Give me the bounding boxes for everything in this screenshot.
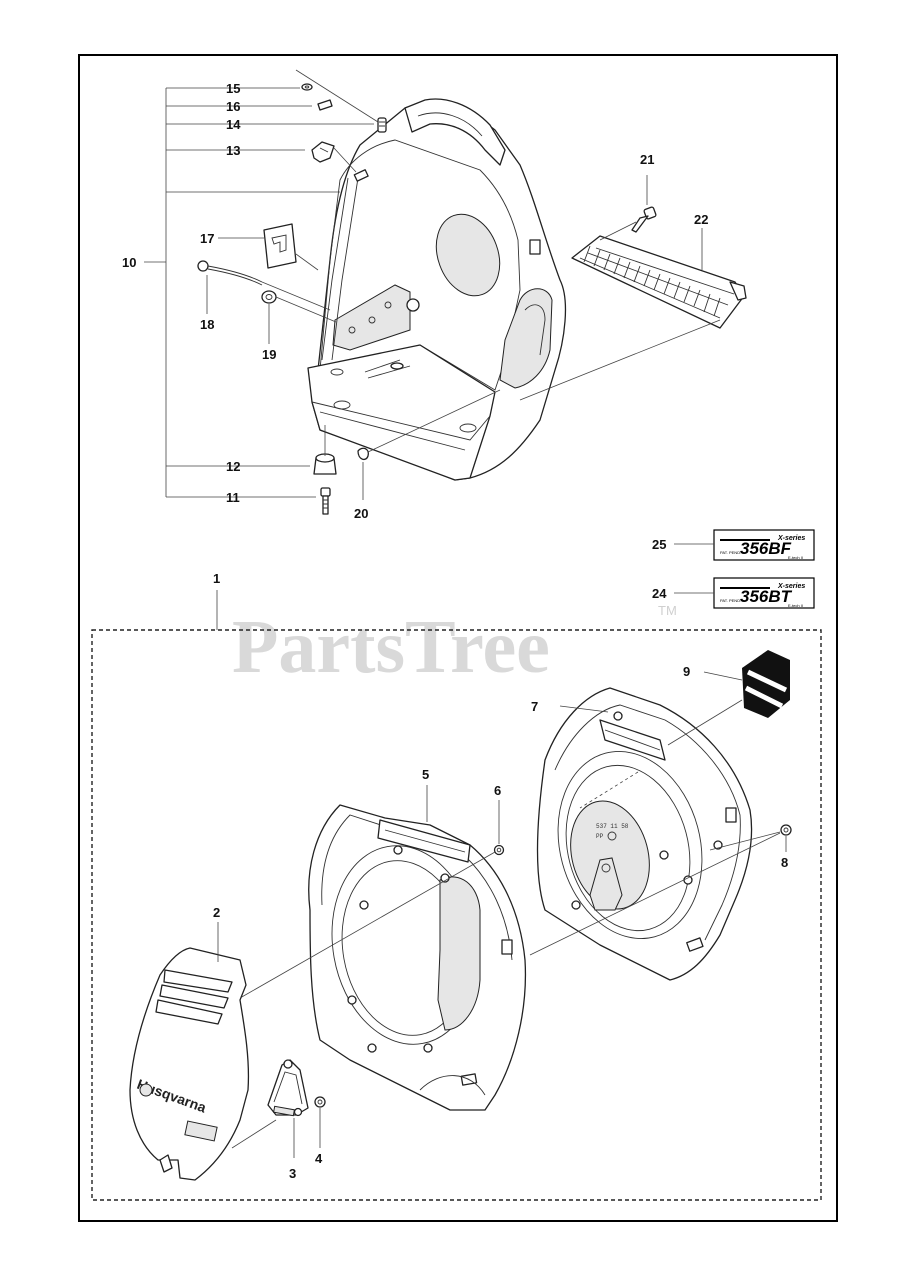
part-2-front-cover: Husqvarna — [129, 947, 250, 1181]
watermark-text: PartsTree — [232, 605, 550, 689]
callout-1: 1 — [213, 571, 220, 586]
callout-labels: 15 16 14 13 10 17 18 19 12 11 20 21 22 2… — [122, 81, 788, 1181]
callout-18: 18 — [200, 317, 214, 332]
callout-15: 15 — [226, 81, 240, 96]
backpack-frame — [307, 98, 567, 481]
callout-22: 22 — [694, 212, 708, 227]
callout-2: 2 — [213, 905, 220, 920]
part-22-basket — [571, 235, 747, 329]
watermark-trademark: TM — [658, 603, 677, 618]
callout-4: 4 — [315, 1151, 323, 1166]
callout-12: 12 — [226, 459, 240, 474]
part-14-screw — [377, 117, 387, 133]
callout-17: 17 — [200, 231, 214, 246]
part-13-hook — [311, 141, 335, 163]
callout-14: 14 — [226, 117, 241, 132]
part-17-plate — [263, 223, 297, 269]
svg-text:537 11 58: 537 11 58 — [596, 823, 629, 830]
svg-text:PP: PP — [596, 833, 604, 840]
svg-text:E-tech II: E-tech II — [788, 555, 803, 560]
part-4-nut — [314, 1096, 326, 1108]
part-5-fan-housing — [308, 804, 527, 1111]
svg-text:356BT: 356BT — [740, 587, 793, 606]
part-16-clip — [317, 99, 333, 111]
svg-text:356BF: 356BF — [740, 539, 792, 558]
diagram-frame — [78, 54, 838, 1222]
callout-24: 24 — [652, 586, 667, 601]
part-8-nut — [780, 824, 792, 836]
callout-8: 8 — [781, 855, 788, 870]
part-11-bolt — [320, 487, 331, 515]
svg-text:X-series: X-series — [777, 535, 805, 542]
callout-25: 25 — [652, 537, 666, 552]
part-20-clip — [357, 447, 369, 461]
part-7-housing: 537 11 58 PP — [536, 687, 753, 981]
callout-21: 21 — [640, 152, 654, 167]
callout-11: 11 — [226, 490, 240, 505]
callout-10: 10 — [122, 255, 136, 270]
callout-6: 6 — [494, 783, 501, 798]
part-12-foot — [313, 453, 337, 475]
part-21-screw — [631, 206, 657, 233]
callout-3: 3 — [289, 1166, 296, 1181]
part-9-sticker — [742, 650, 790, 718]
callout-16: 16 — [226, 99, 240, 114]
part-18-cable — [197, 260, 263, 286]
part-6-nut — [493, 844, 505, 856]
part-19-grommet — [261, 290, 277, 304]
kit-boundary — [91, 629, 822, 1201]
leader-lines-upper — [144, 69, 721, 500]
callout-7: 7 — [531, 699, 538, 714]
decal-24: X-series 356BT PAT. PEND. E-tech II — [713, 577, 815, 609]
callout-20: 20 — [354, 506, 368, 521]
callout-13: 13 — [226, 143, 240, 158]
svg-text:X-series: X-series — [777, 583, 805, 590]
callout-9: 9 — [683, 664, 690, 679]
callout-5: 5 — [422, 767, 429, 782]
callout-19: 19 — [262, 347, 276, 362]
part-3-guard — [267, 1059, 309, 1117]
svg-text:PAT. PEND.: PAT. PEND. — [720, 598, 741, 603]
part-15-washer — [301, 83, 313, 91]
decal-25: X-series 356BF PAT. PEND. E-tech II — [713, 529, 815, 561]
svg-text:E-tech II: E-tech II — [788, 603, 803, 608]
svg-text:PAT. PEND.: PAT. PEND. — [720, 550, 741, 555]
